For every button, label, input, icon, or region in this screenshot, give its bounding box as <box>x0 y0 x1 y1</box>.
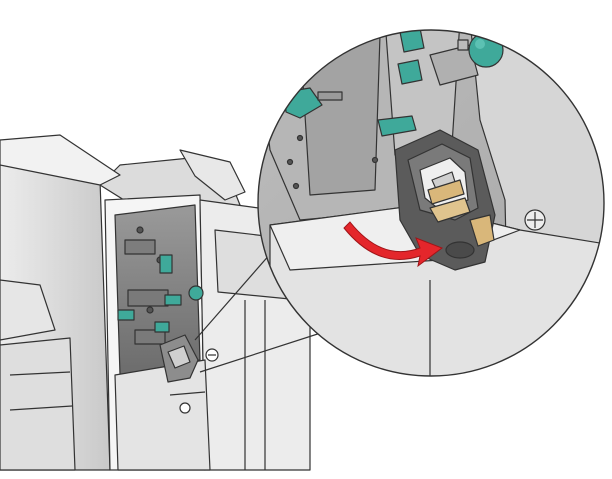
output-tray-upper <box>179 149 246 201</box>
green-handle-mid <box>377 115 417 137</box>
callout-circle-border <box>257 29 605 377</box>
staple-strip <box>427 179 465 205</box>
lower-cabinet <box>114 359 211 471</box>
green-handle-top2 <box>397 59 423 85</box>
green-handle-top <box>399 30 425 53</box>
green-handle <box>164 294 182 306</box>
rotate-direction-arrow-icon <box>343 221 444 268</box>
printer-top-surface <box>0 134 121 186</box>
callout-lines <box>194 244 331 373</box>
green-handle <box>117 309 135 321</box>
paper-tray <box>0 279 56 341</box>
green-knob-large <box>468 32 504 68</box>
green-handle <box>154 321 170 333</box>
green-knob <box>188 285 204 301</box>
inner-frame <box>299 34 381 196</box>
green-handle <box>159 254 173 274</box>
